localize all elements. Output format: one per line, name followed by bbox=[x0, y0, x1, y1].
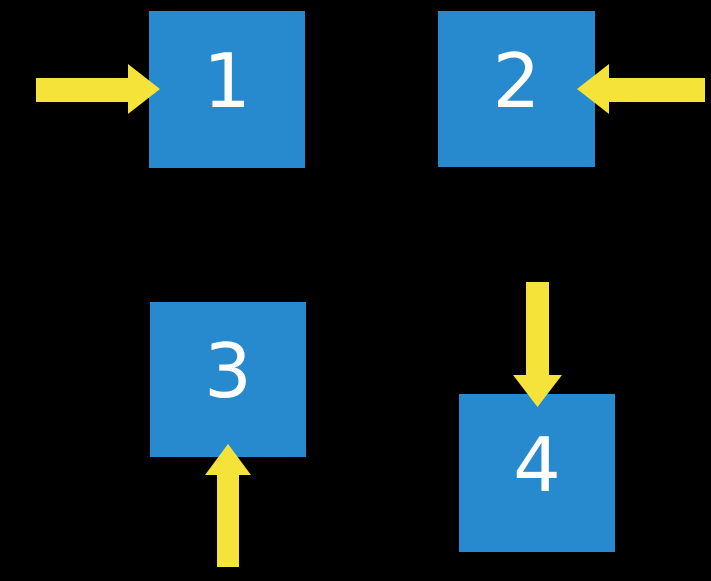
up-arrow-shape bbox=[205, 444, 251, 567]
square-2[interactable]: 2 bbox=[438, 11, 595, 167]
square-3-label: 3 bbox=[204, 327, 252, 415]
square-4-label: 4 bbox=[513, 420, 561, 509]
square-3[interactable]: 3 bbox=[150, 302, 306, 457]
left-arrow-icon bbox=[577, 64, 705, 114]
left-arrow-shape bbox=[577, 64, 705, 114]
square-2-label: 2 bbox=[492, 36, 541, 125]
right-arrow-shape bbox=[36, 64, 160, 114]
down-arrow-icon bbox=[513, 282, 562, 407]
square-1-label: 1 bbox=[203, 37, 251, 125]
down-arrow-shape bbox=[513, 282, 562, 407]
square-4[interactable]: 4 bbox=[459, 394, 615, 552]
up-arrow-icon bbox=[205, 444, 251, 567]
square-1[interactable]: 1 bbox=[149, 11, 305, 168]
right-arrow-icon bbox=[36, 64, 160, 114]
